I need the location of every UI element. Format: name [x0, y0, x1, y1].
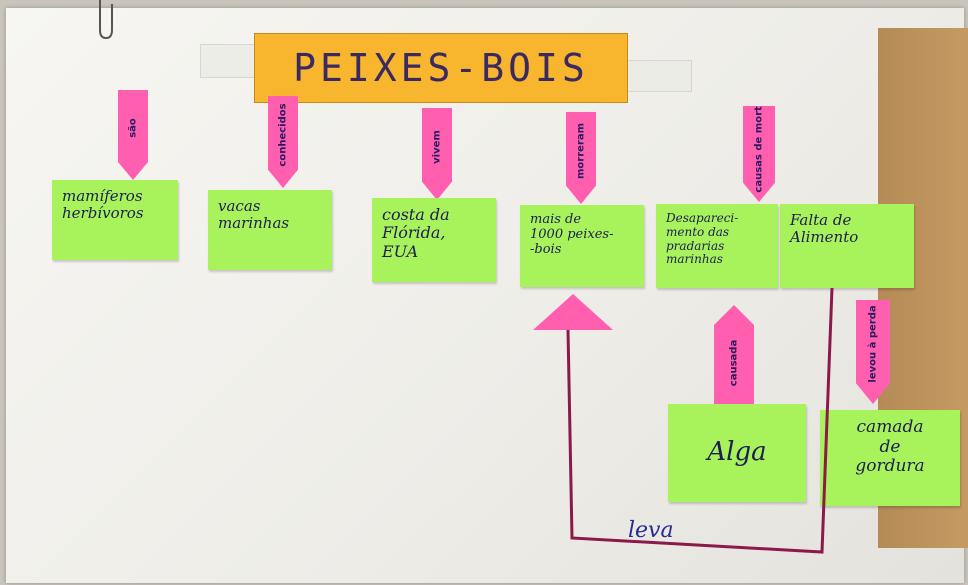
link-tag-5: causas de morte — [743, 106, 775, 202]
note-line: mamíferos — [62, 187, 143, 205]
link-tag-1: são — [118, 90, 148, 180]
paperclip-icon — [99, 0, 113, 40]
concept-note-3: costa da Flórida, EUA — [372, 198, 496, 282]
loop-label: leva — [628, 518, 674, 543]
note-line: Alga — [707, 437, 767, 468]
note-line: EUA — [382, 241, 419, 261]
link-tag-3: vivem — [422, 108, 452, 200]
link-tag-4: morreram — [566, 112, 596, 204]
link-tag-perda: levou à perda — [856, 300, 890, 404]
sub-note-alga: Alga — [668, 404, 806, 502]
note-line: mais de — [530, 212, 582, 227]
note-line: mento das — [666, 224, 730, 239]
note-line: marinhas — [218, 214, 290, 233]
link-tag-2: conhecidos — [268, 96, 298, 188]
note-line: herbívoros — [62, 204, 144, 223]
note-line: 1000 peixes- — [530, 226, 614, 242]
map-title: PEIXES-BOIS — [254, 33, 628, 103]
concept-note-1: mamíferos herbívoros — [52, 180, 178, 260]
note-line: costa da — [382, 205, 450, 224]
note-line: -bois — [530, 241, 562, 257]
note-line: marinhas — [666, 252, 723, 267]
note-line: pradarias — [666, 238, 725, 253]
concept-note-4: mais de 1000 peixes- -bois — [520, 205, 644, 287]
concept-note-2: vacas marinhas — [208, 190, 332, 270]
concept-note-6: Falta de Alimento — [780, 204, 914, 288]
tape-left — [200, 44, 264, 78]
note-line: Falta de — [790, 211, 852, 229]
tape-right — [620, 60, 692, 92]
sub-note-gordura: camada de gordura — [820, 410, 960, 506]
note-line: Flórida, — [382, 223, 446, 243]
note-line: camada — [856, 417, 924, 437]
link-tag-causada: causada — [714, 305, 754, 405]
note-line: Alimento — [790, 228, 859, 247]
note-line: Desapareci- — [666, 211, 739, 225]
concept-note-5: Desapareci- mento das pradarias marinhas — [656, 204, 778, 288]
note-line: gordura — [855, 456, 925, 477]
note-line: vacas — [218, 197, 261, 215]
note-line: de — [879, 436, 901, 457]
